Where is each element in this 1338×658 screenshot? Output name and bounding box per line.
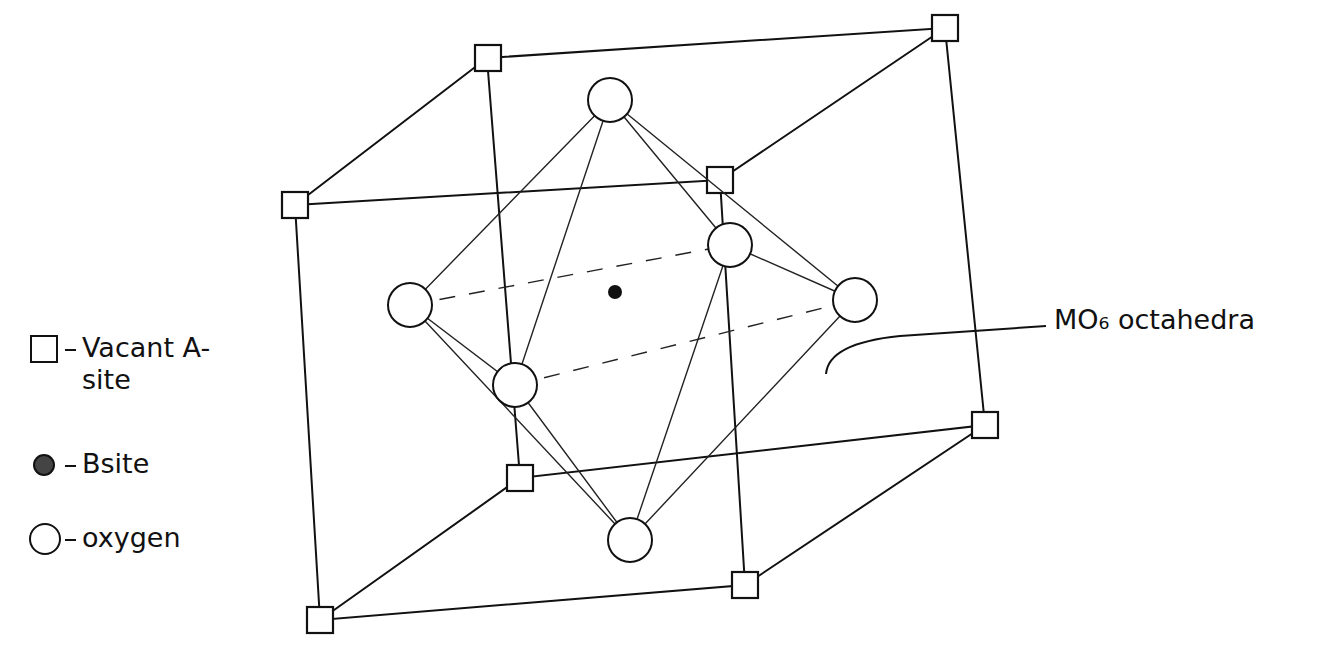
cube-back-face (487, 28, 985, 478)
part-label: MO₆ octahedra (1054, 304, 1255, 336)
octahedron-lines (410, 100, 855, 540)
legend-symbol (28, 446, 90, 486)
b-site-dot (608, 285, 622, 299)
legend-text: oxygen (82, 522, 282, 554)
legend-text: Vacant A-site (82, 332, 252, 397)
oxygen-circles (388, 78, 877, 562)
a-site-squares (282, 15, 998, 633)
legend-text: Bsite (82, 448, 282, 480)
legend-symbol (28, 330, 90, 370)
legend-symbol (28, 520, 90, 560)
cube-edges (295, 28, 985, 620)
leader-line (826, 326, 1046, 374)
